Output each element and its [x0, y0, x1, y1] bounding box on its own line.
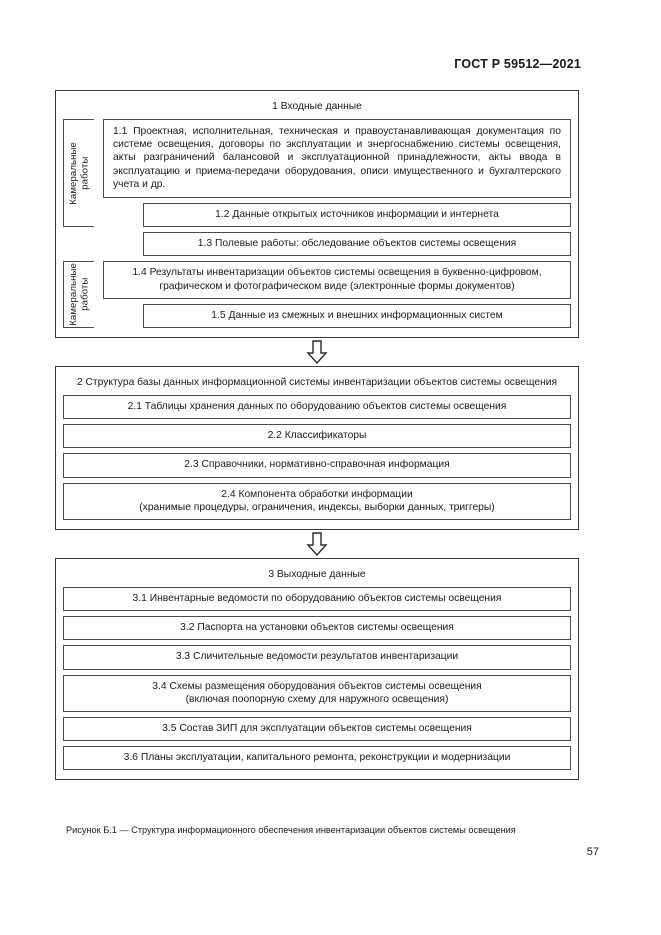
down-block-arrow-icon	[306, 532, 328, 557]
item-1-3[interactable]: 1.3 Полевые работы: обследование объекто…	[143, 232, 571, 257]
item-1-2[interactable]: 1.2 Данные открытых источников информаци…	[143, 203, 571, 228]
section-1-group-c: Камеральные работы 1.4 Результаты инвент…	[63, 261, 571, 329]
item-3-3[interactable]: 3.3 Сличительные ведомости результатов и…	[63, 645, 571, 670]
section-2-title: 2 Структура базы данных информационной с…	[76, 377, 558, 389]
arrow-section2-to-section3	[55, 530, 579, 558]
item-1-4[interactable]: 1.4 Результаты инвентаризации объектов с…	[103, 261, 571, 299]
section-database-structure: 2 Структура базы данных информационной с…	[55, 366, 579, 531]
section-3-title: 3 Выходные данные	[268, 569, 366, 581]
figure-b1: 1 Входные данные Камеральные работы 1.1 …	[55, 90, 579, 781]
section-1-title: 1 Входные данные	[272, 101, 362, 112]
side-label-text: Камеральные работы	[67, 263, 91, 327]
page-number: 57	[586, 846, 599, 858]
arrow-section1-to-section2	[55, 338, 579, 366]
side-label-spacer	[63, 232, 94, 256]
section-1-group-b-boxes: 1.3 Полевые работы: обследование объекто…	[103, 232, 571, 257]
side-label-kameralnye-raboty-1: Камеральные работы	[63, 119, 94, 228]
item-1-1[interactable]: 1.1 Проектная, исполнительная, техническ…	[103, 119, 571, 199]
standard-header: ГОСТ Р 59512—2021	[454, 57, 581, 71]
figure-caption: Рисунок Б.1 — Структура информационного …	[66, 825, 516, 835]
section-1-group-b: 1.3 Полевые работы: обследование объекто…	[63, 232, 571, 257]
item-3-1[interactable]: 3.1 Инвентарные ведомости по оборудовани…	[63, 587, 571, 612]
section-input-data: 1 Входные данные Камеральные работы 1.1 …	[55, 90, 579, 339]
section-1-group-c-boxes: 1.4 Результаты инвентаризации объектов с…	[103, 261, 571, 329]
side-label-kameralnye-raboty-2: Камеральные работы	[63, 261, 94, 329]
side-label-text: Камеральные работы	[67, 141, 91, 205]
item-3-2[interactable]: 3.2 Паспорта на установки объектов систе…	[63, 616, 571, 641]
item-3-4[interactable]: 3.4 Схемы размещения оборудования объект…	[63, 674, 571, 713]
section-1-group-a-boxes: 1.1 Проектная, исполнительная, техническ…	[103, 119, 571, 228]
item-2-4[interactable]: 2.4 Компонента обработки информации (хра…	[63, 482, 571, 521]
item-2-1[interactable]: 2.1 Таблицы хранения данных по оборудова…	[63, 395, 571, 420]
item-2-2[interactable]: 2.2 Классификаторы	[63, 424, 571, 449]
item-3-6[interactable]: 3.6 Планы эксплуатации, капитального рем…	[63, 746, 571, 771]
section-1-group-a: Камеральные работы 1.1 Проектная, исполн…	[63, 119, 571, 228]
down-block-arrow-icon	[306, 340, 328, 365]
item-3-5[interactable]: 3.5 Состав ЗИП для эксплуатации объектов…	[63, 717, 571, 742]
section-output-data: 3 Выходные данные 3.1 Инвентарные ведомо…	[55, 558, 579, 781]
item-1-5[interactable]: 1.5 Данные из смежных и внешних информац…	[143, 303, 571, 329]
item-2-3[interactable]: 2.3 Справочники, нормативно-справочная и…	[63, 453, 571, 478]
